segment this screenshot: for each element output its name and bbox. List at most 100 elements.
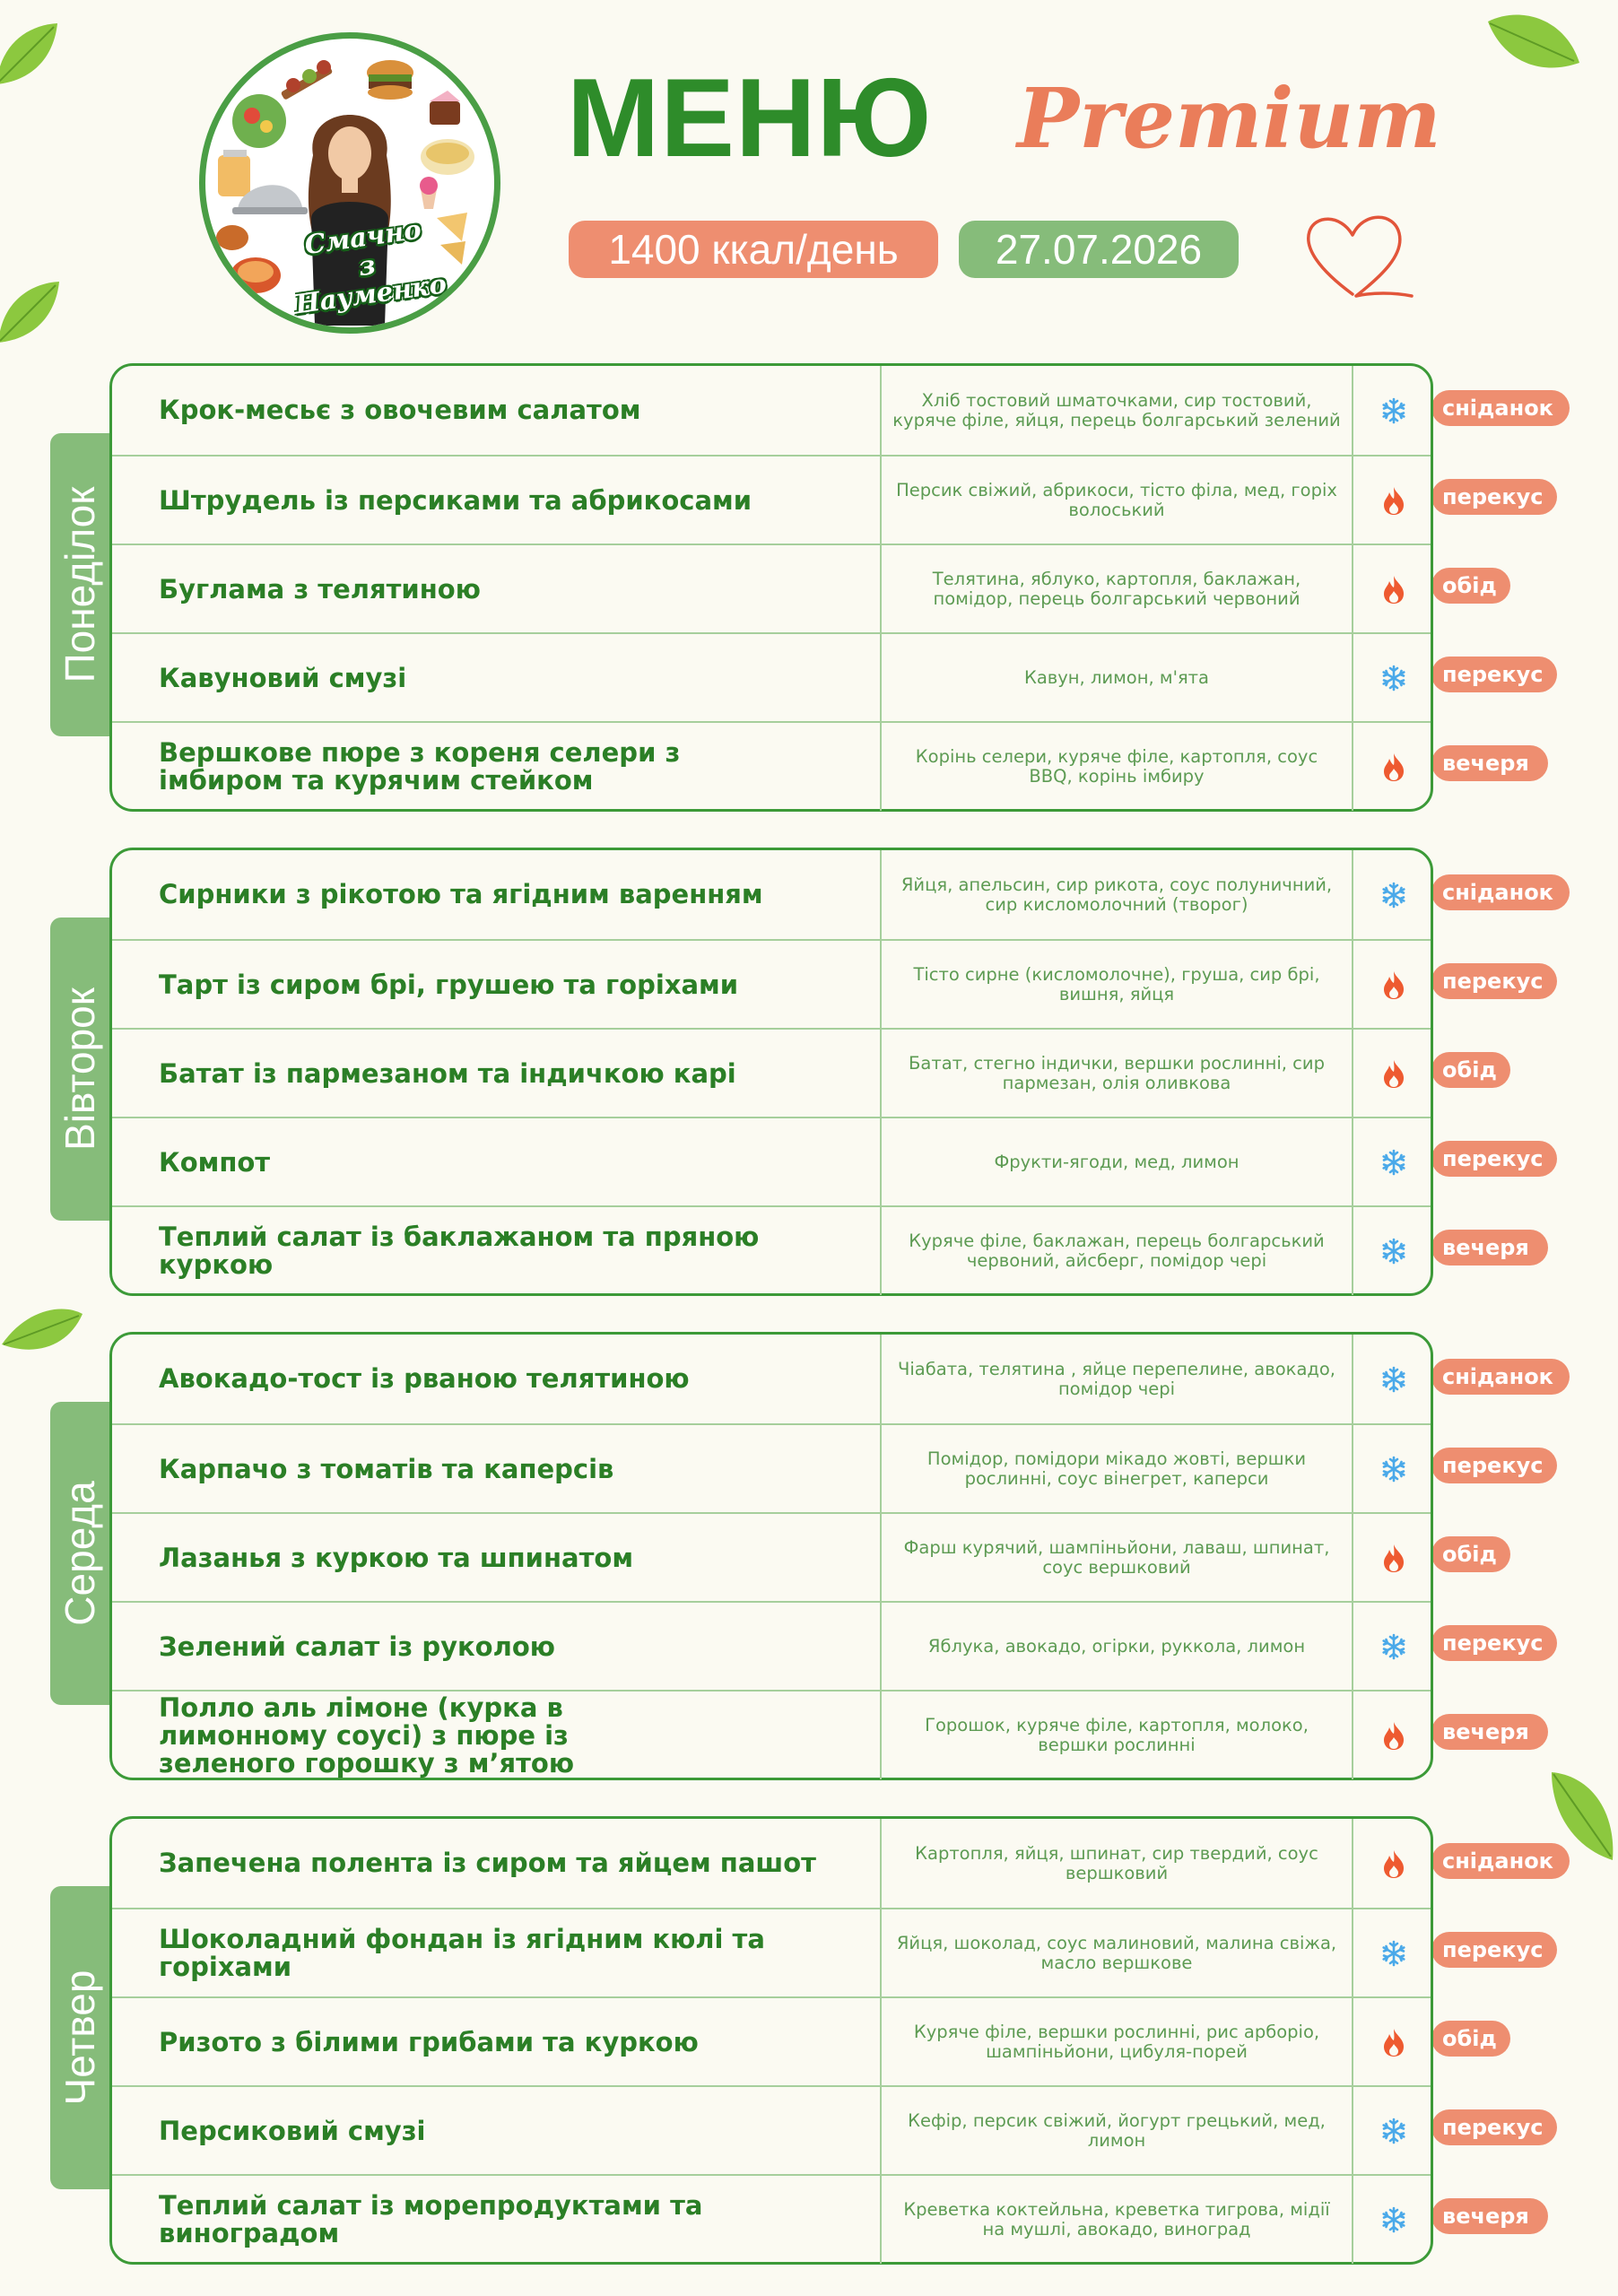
ingredients-text: Тісто сирне (кисломолочне), груша, сир б… [880, 941, 1352, 1029]
snowflake-icon [1352, 1603, 1433, 1691]
leaf-decoration [1552, 1772, 1614, 1860]
ingredients-text: Батат, стегно індички, вершки рослинні, … [880, 1030, 1352, 1118]
date-badge: 27.07.2026 [959, 221, 1239, 278]
flame-icon [1352, 1514, 1433, 1602]
menu-row: Авокадо-тост із рваною телятиною Чіабата,… [112, 1335, 1431, 1423]
ingredients-text: Телятина, яблуко, картопля, баклажан, по… [880, 545, 1352, 633]
dish-name: Компот [159, 1146, 271, 1178]
leaf-decoration [2, 1309, 83, 1350]
menu-row: Запечена полента із сиром та яйцем пашот… [112, 1819, 1431, 1908]
flame-icon [1352, 457, 1433, 544]
day-section: Крок-месьє з овочевим салатом Хліб тостов… [109, 363, 1433, 812]
meal-type-badge: перекус [1431, 657, 1557, 692]
day-label-text: Четвер [57, 1970, 103, 2106]
meal-type-badge: вечеря [1431, 1714, 1548, 1750]
day-label-text: Понеділок [57, 486, 103, 683]
meal-type-badge: перекус [1431, 2109, 1557, 2145]
ingredients-text: Яйця, шоколад, соус малиновий, малина св… [880, 1909, 1352, 1997]
dish-name: Полло аль лімоне (курка в лимонному соус… [159, 1692, 575, 1779]
snowflake-icon [1352, 366, 1433, 455]
menu-row: Теплий салат із баклажаном та пряною кур… [112, 1205, 1431, 1295]
dish-name: Штрудель із персиками та абрикосами [159, 484, 752, 516]
meal-type-badge: обід [1431, 2021, 1510, 2057]
meal-type-badge: обід [1431, 1536, 1510, 1572]
menu-row: Зелений салат із руколою Яблука, авокадо,… [112, 1601, 1431, 1691]
flame-icon [1352, 723, 1433, 811]
menu-row: Персиковий смузі Кефір, персик свіжий, йо… [112, 2085, 1431, 2175]
meal-type-badge: обід [1431, 568, 1510, 604]
day-label: Понеділок [50, 433, 109, 736]
ingredients-text: Креветка коктейльна, креветка тигрова, м… [880, 2176, 1352, 2264]
snowflake-icon [1352, 1335, 1433, 1423]
flame-icon [1352, 1819, 1433, 1908]
day-label-text: Середа [57, 1481, 103, 1626]
dish-name: Лазанья з куркою та шпинатом [159, 1542, 634, 1573]
day-label: Середа [50, 1402, 109, 1705]
ingredients-text: Горошок, куряче філе, картопля, молоко, … [880, 1692, 1352, 1779]
menu-row: Штрудель із персиками та абрикосами Перси… [112, 455, 1431, 544]
menu-row: Крок-месьє з овочевим салатом Хліб тостов… [112, 366, 1431, 455]
ingredients-text: Персик свіжий, абрикоси, тісто філа, мед… [880, 457, 1352, 544]
dish-name: Персиковий смузі [159, 2115, 426, 2146]
day-label: Четвер [50, 1886, 109, 2189]
dish-name: Теплий салат із морепродуктами та виногр… [159, 2190, 703, 2248]
menu-row: Лазанья з куркою та шпинатом Фарш курячий… [112, 1512, 1431, 1602]
ingredients-text: Хліб тостовий шматочками, сир тостовий, … [880, 366, 1352, 455]
menu-row: Полло аль лімоне (курка в лимонному соус… [112, 1690, 1431, 1779]
dish-name: Теплий салат із баклажаном та пряною кур… [159, 1222, 760, 1280]
day-label: Вівторок [50, 918, 109, 1221]
ingredients-text: Кавун, лимон, м'ята [880, 634, 1352, 722]
meal-type-badge: перекус [1431, 1932, 1557, 1968]
dish-name: Крок-месьє з овочевим салатом [159, 395, 641, 425]
brand-logo: Смачно з Науменко [199, 32, 500, 334]
dish-name: Тарт із сиром брі, грушею та горіхами [159, 969, 739, 1000]
dish-name: Зелений салат із руколою [159, 1631, 555, 1662]
flame-icon [1352, 545, 1433, 633]
menu-row: Теплий салат із морепродуктами та виногр… [112, 2174, 1431, 2264]
ingredients-text: Чіабата, телятина , яйце перепелине, аво… [880, 1335, 1352, 1423]
menu-row: Шоколадний фондан із ягідним кюлі та гор… [112, 1908, 1431, 1997]
meal-type-badge: вечеря [1431, 745, 1548, 781]
flame-icon [1352, 1692, 1433, 1779]
day-label-text: Вівторок [57, 987, 103, 1151]
menu-row: Батат із пармезаном та індичкою карі Бата… [112, 1028, 1431, 1118]
ingredients-text: Куряче філе, баклажан, перець болгарськи… [880, 1207, 1352, 1295]
leaf-decoration [0, 282, 59, 343]
meal-type-badge: сніданок [1431, 1843, 1570, 1879]
snowflake-icon [1352, 850, 1433, 939]
flame-icon [1352, 941, 1433, 1029]
meal-type-badge: перекус [1431, 963, 1557, 999]
dish-name: Авокадо-тост із рваною телятиною [159, 1363, 690, 1394]
dish-name: Сирники з рікотою та ягідним варенням [159, 879, 763, 909]
day-section: Запечена полента із сиром та яйцем пашот… [109, 1816, 1433, 2265]
menu-row: Вершкове пюре з кореня селери з імбиром … [112, 721, 1431, 811]
page-subtitle: Premium [1017, 70, 1441, 167]
meal-type-badge: вечеря [1431, 1230, 1548, 1265]
leaf-decoration [1488, 14, 1579, 68]
calories-badge: 1400 ккал/день [569, 221, 938, 278]
meal-type-badge: сніданок [1431, 1359, 1570, 1395]
dish-name: Вершкове пюре з кореня селери з імбиром … [159, 737, 681, 796]
ingredients-text: Кефір, персик свіжий, йогурт грецький, м… [880, 2087, 1352, 2175]
meal-type-badge: вечеря [1431, 2198, 1548, 2234]
logo-illustration [216, 60, 474, 326]
ingredients-text: Яблука, авокадо, огірки, руккола, лимон [880, 1603, 1352, 1691]
snowflake-icon [1352, 2176, 1433, 2264]
day-section: Авокадо-тост із рваною телятиною Чіабата,… [109, 1332, 1433, 1780]
page-title: МЕНЮ [567, 57, 933, 180]
ingredients-text: Помідор, помідори мікадо жовті, вершки р… [880, 1425, 1352, 1513]
heart-outline-icon [1307, 215, 1414, 298]
ingredients-text: Фарш курячий, шампіньйони, лаваш, шпинат… [880, 1514, 1352, 1602]
meal-type-badge: перекус [1431, 1625, 1557, 1661]
dish-name: Батат із пармезаном та індичкою карі [159, 1057, 736, 1089]
ingredients-text: Корінь селери, куряче філе, картопля, со… [880, 723, 1352, 811]
flame-icon [1352, 1030, 1433, 1118]
flame-icon [1352, 1998, 1433, 2086]
leaf-decoration [0, 23, 57, 84]
meal-type-badge: перекус [1431, 1141, 1557, 1177]
ingredients-text: Куряче філе, вершки рослинні, рис арборі… [880, 1998, 1352, 2086]
